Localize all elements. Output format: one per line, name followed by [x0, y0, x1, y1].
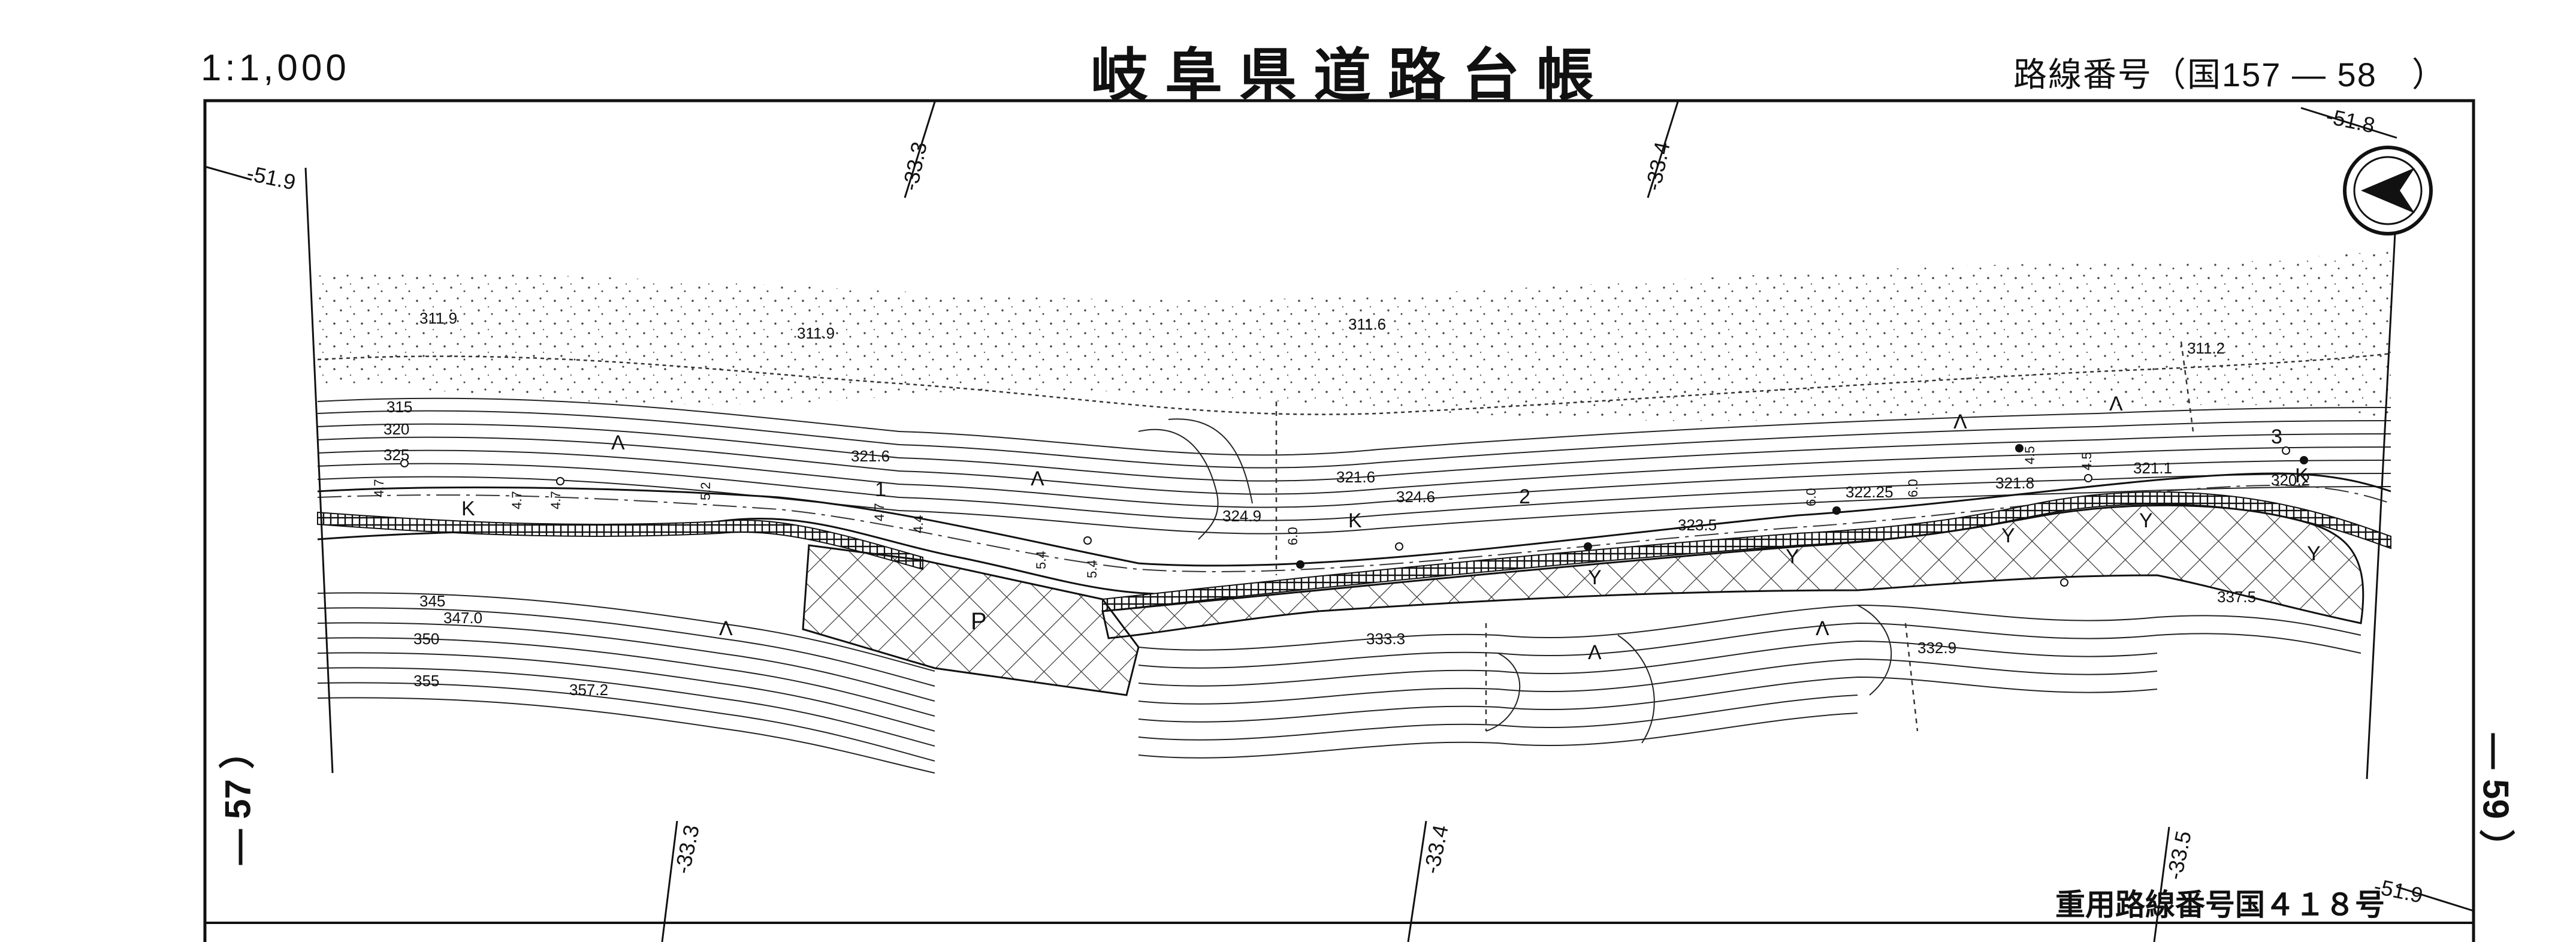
embankment-symbol-1: Λ	[611, 431, 625, 454]
route-number: 路線番号（国157 — 58 ）	[2013, 56, 2447, 93]
road-width-7: 5.4	[1034, 551, 1049, 569]
map-title: 岐阜県道路台帳	[1091, 41, 1611, 109]
retaining-wall-p	[802, 544, 1140, 696]
elev-river-1: 311.9	[419, 309, 457, 327]
embankment-symbol-3: Λ	[2109, 393, 2123, 415]
contour-345: 345	[419, 592, 445, 610]
embankment-symbol-7: Λ	[1588, 641, 1602, 664]
sheet-frame	[203, 99, 2475, 942]
elev-road-5: 323.5	[1678, 516, 1717, 534]
open-marker-3	[1083, 536, 1092, 545]
grid-label-top-1: -33.3	[898, 140, 932, 193]
map-scale: 1:1,000	[201, 47, 350, 89]
retaining-wall-right	[1101, 504, 2364, 639]
grid-label-bottom-1: -33.3	[670, 823, 704, 876]
station-3: 3	[2271, 425, 2282, 448]
point-markers	[1296, 444, 2308, 569]
contour-320: 320	[383, 420, 409, 438]
elev-road-8: 321.1	[2133, 459, 2172, 477]
upper-contours	[317, 397, 2391, 540]
tree-symbol-4: Y	[1588, 566, 1602, 589]
boundary-lines	[1275, 341, 2194, 732]
elev-river-3: 311.6	[1348, 315, 1386, 333]
contour-355: 355	[413, 672, 439, 690]
road-width-10: 6.0	[1804, 488, 1819, 506]
map-symbols: K K K P Λ Λ Λ Λ Λ Λ Λ Y Y Y Y Y	[461, 393, 2321, 664]
open-markers	[400, 446, 2290, 587]
road-width-8: 5.4	[1085, 560, 1100, 578]
elev-lower-1: 333.3	[1366, 630, 1405, 648]
grid-label-right-bottom: -51.9	[2372, 874, 2425, 908]
contour-3470: 347.0	[443, 609, 482, 627]
grid-ticks	[204, 101, 2474, 942]
elev-road-7: 321.8	[1995, 474, 2034, 492]
guardrail-symbol-3: K	[2295, 464, 2309, 487]
grid-label-right-top: -51.8	[2324, 104, 2377, 138]
station-2: 2	[1519, 485, 1530, 508]
road-width-3: 4.7	[548, 491, 563, 509]
road-width-1: 4.7	[372, 479, 386, 497]
road-stations: 1 2 3	[875, 425, 2282, 508]
grid-label-bottom-3: -33.5	[2162, 829, 2196, 882]
riverbed-area	[318, 252, 2391, 421]
elev-road-1: 321.6	[851, 447, 890, 465]
marker-4	[2015, 444, 2024, 452]
contour-350: 350	[413, 630, 439, 648]
map-content-borders	[304, 167, 2398, 780]
elev-river-2: 311.9	[797, 324, 835, 342]
elev-river-4: 311.2	[2187, 339, 2225, 357]
embankment-symbol-4: Λ	[1953, 410, 1967, 433]
embankment-symbol-2: Λ	[1031, 467, 1044, 490]
tree-symbol-3: Y	[2307, 542, 2321, 565]
open-marker-5	[2084, 474, 2092, 482]
embankment-symbol-5: Λ	[719, 617, 733, 640]
open-marker-1	[400, 459, 409, 467]
marker-2	[1584, 542, 1592, 551]
north-arrow-icon	[2343, 146, 2433, 236]
elev-lower-2: 332.9	[1917, 639, 1956, 657]
road-width-12: 4.5	[2022, 446, 2037, 464]
road-width-6: 4.4	[911, 515, 926, 533]
elevation-labels: 311.9 311.9 311.6 311.2 321.6 321.6 324.…	[383, 309, 2310, 699]
guardrail-symbol-2: K	[1348, 509, 1362, 532]
elev-road-2: 321.6	[1336, 468, 1375, 486]
embankment-symbol-6: Λ	[1816, 617, 1829, 640]
road-width-9: 6.0	[1285, 527, 1300, 545]
elev-lower-3: 337.5	[2217, 588, 2256, 606]
guardrail-right	[1102, 491, 2391, 612]
road-width-11: 6.0	[1905, 479, 1920, 497]
road-width-4: 5.2	[698, 482, 713, 500]
elev-road-3: 324.6	[1396, 488, 1435, 506]
guardrail-symbol-1: K	[461, 497, 475, 520]
marker-5	[2300, 456, 2308, 464]
grid-label-left-edge: -51.9	[244, 161, 298, 195]
tree-symbol-5: Y	[1786, 545, 1799, 568]
open-marker-7	[2282, 446, 2290, 455]
station-1: 1	[875, 478, 886, 501]
road-centerline	[317, 484, 2391, 572]
road-width-5: 4.7	[872, 503, 887, 521]
marker-3	[1832, 506, 1841, 515]
open-marker-4	[1395, 542, 1403, 551]
open-marker-2	[556, 477, 564, 485]
elev-road-4: 324.9	[1222, 507, 1261, 525]
lower-contours	[317, 592, 2361, 774]
tree-symbol-1: Y	[2001, 524, 2015, 547]
contour-315: 315	[386, 398, 412, 416]
tree-symbol-2: Y	[2139, 509, 2153, 532]
overlap-route-number: 重用路線番号国４１８号	[2055, 887, 2385, 922]
parking-symbol: P	[971, 608, 987, 635]
road-width-13: 4.5	[2079, 452, 2094, 470]
grid-label-top-2: -33.4	[1641, 140, 1675, 193]
marker-1	[1296, 560, 1304, 569]
road-width-2: 4.7	[509, 491, 524, 509]
road-width-labels: 4.7 4.7 4.7 5.2 4.7 4.4 5.4 5.4 6.0 6.0 …	[372, 446, 2094, 578]
elev-road-6: 322.25	[1846, 483, 1894, 501]
open-marker-6	[2060, 578, 2068, 587]
riverbed-edge	[317, 352, 2391, 415]
elev-road-9: 320.2	[2271, 471, 2310, 489]
elev-lower-4: 357.2	[569, 681, 608, 699]
